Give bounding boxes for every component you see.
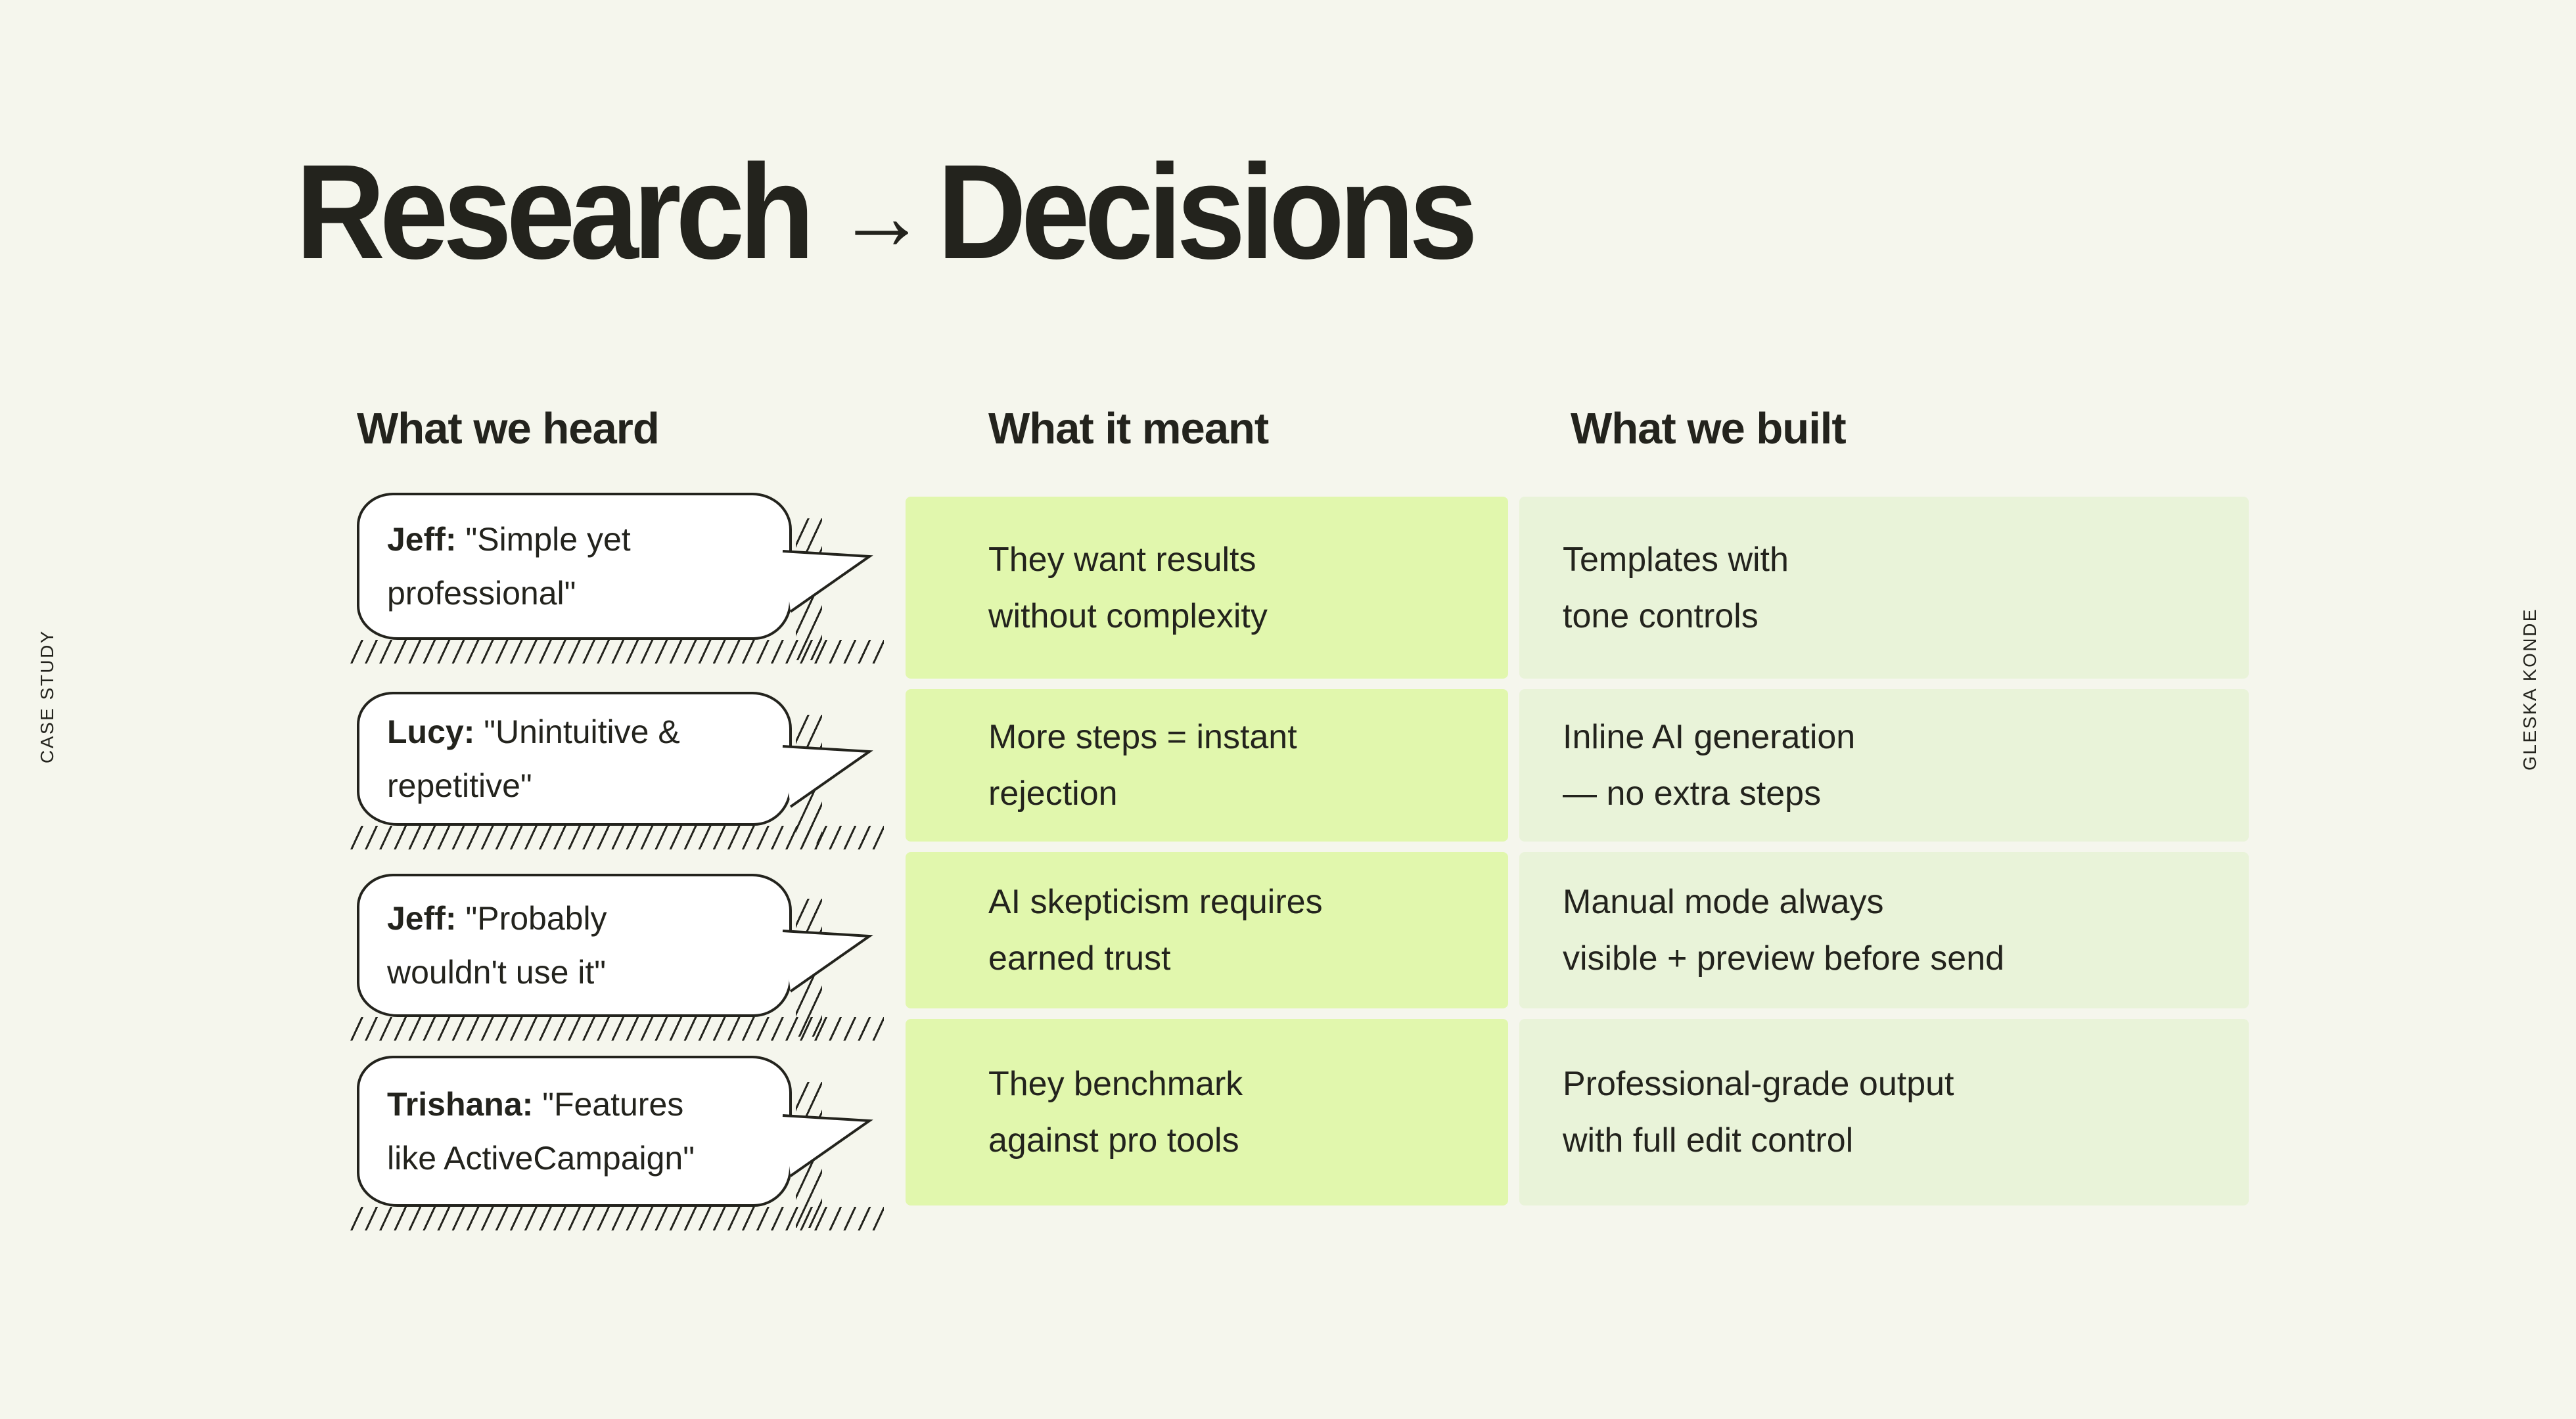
speaker-name: Lucy: — [387, 713, 475, 750]
column-header-what-we-built: What we built — [1571, 404, 1847, 453]
column-header-what-it-meant: What it meant — [988, 404, 1269, 453]
speech-bubble-jeff-1: Jeff: "Simple yet professional" — [349, 493, 884, 664]
speaker-name: Trishana: — [387, 1086, 534, 1123]
built-cell-row2: Inline AI generation — no extra steps — [1519, 689, 2249, 842]
speech-bubble-lucy: Lucy: "Unintuitive & repetitive" — [349, 692, 884, 849]
title-decisions: Decisions — [937, 137, 1478, 287]
speech-tail-icon — [782, 930, 873, 993]
meant-cell-row3: AI skepticism requires earned trust — [906, 852, 1508, 1008]
bubble-text: Lucy: "Unintuitive & repetitive" — [387, 705, 680, 813]
column-header-what-we-heard: What we heard — [357, 404, 660, 453]
hatch-shading-bottom — [349, 640, 884, 664]
quote-text: "Simple yet professional" — [387, 521, 631, 612]
quote-text: "Probably wouldn't use it" — [387, 900, 607, 991]
right-arrow-icon: → — [837, 162, 927, 270]
built-cell-row1: Templates with tone controls — [1519, 497, 2249, 679]
hatch-shading-bottom — [349, 1017, 884, 1041]
page-title: Research→Decisions — [296, 145, 1478, 279]
title-research: Research — [296, 137, 815, 287]
bubble-text: Jeff: "Simple yet professional" — [387, 512, 631, 620]
speech-tail-icon — [782, 744, 873, 808]
hatch-shading-bottom — [349, 1207, 884, 1230]
speaker-name: Jeff: — [387, 900, 457, 937]
hatch-shading-bottom — [349, 826, 884, 849]
speech-tail-icon — [782, 550, 873, 614]
meant-cell-row1: They want results without complexity — [906, 497, 1508, 679]
speech-bubble-jeff-2: Jeff: "Probably wouldn't use it" — [349, 874, 884, 1041]
meant-cell-row2: More steps = instant rejection — [906, 689, 1508, 842]
side-label-case-study: CASE STUDY — [37, 629, 57, 763]
bubble-text: Jeff: "Probably wouldn't use it" — [387, 891, 607, 999]
meant-cell-row4: They benchmark against pro tools — [906, 1019, 1508, 1205]
built-cell-row3: Manual mode always visible + preview bef… — [1519, 852, 2249, 1008]
speech-bubble-trishana: Trishana: "Features like ActiveCampaign" — [349, 1056, 884, 1230]
quote-text: "Unintuitive & repetitive" — [387, 713, 680, 804]
bubble-text: Trishana: "Features like ActiveCampaign" — [387, 1077, 695, 1185]
speaker-name: Jeff: — [387, 521, 457, 558]
quote-text: "Features like ActiveCampaign" — [387, 1086, 695, 1177]
built-cell-row4: Professional-grade output with full edit… — [1519, 1019, 2249, 1205]
side-label-author: GLESKA KONDE — [2519, 608, 2540, 771]
speech-tail-icon — [782, 1114, 873, 1178]
